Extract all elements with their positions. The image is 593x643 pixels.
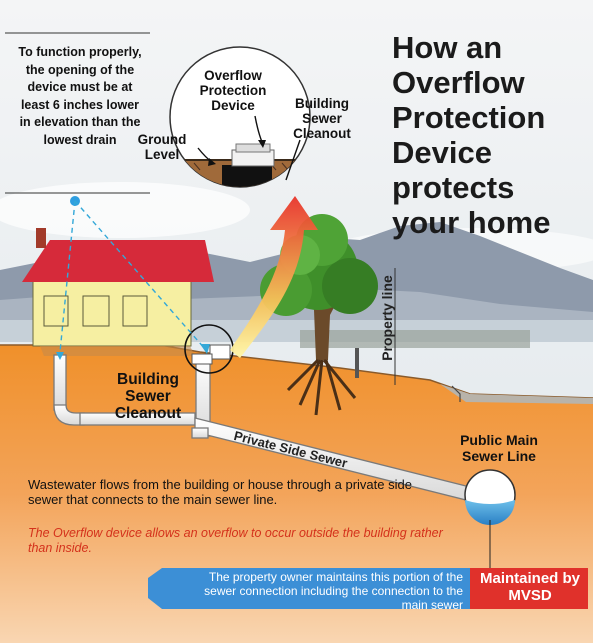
page-title: How an Overflow Protection Device protec… [392,30,551,240]
owner-maintenance-text: The property owner maintains this portio… [204,570,463,612]
dashed-guide [59,200,76,353]
owner-banner [148,568,470,609]
foundation [40,346,195,356]
sidewalk [440,384,593,404]
wastewater-note: Wastewater flows from the building or ho… [28,477,412,507]
mvsd-maintenance-text: Maintained by MVSD [479,570,580,604]
town [300,330,530,348]
cleanout-detail-label: Building Sewer Cleanout [293,96,351,141]
cloud [0,182,250,238]
mvsd-banner [470,568,588,609]
cleanout-pipe [222,165,272,187]
sewer-water [465,500,515,525]
function-note: To function properly, the opening of the… [18,45,142,147]
property-line-label: Property line [379,275,395,361]
house-window [82,295,110,327]
house-window [122,295,148,327]
house-roof [22,240,214,282]
public-main-label: Public Main Sewer Line [460,432,538,464]
chimney [36,228,46,248]
dashed-guide [74,200,207,351]
overflow-arrow [230,196,318,358]
ground-level-label: Ground Level [137,132,187,162]
device-cap [209,344,231,360]
overflow-device-label: Overflow Protection Device [199,68,267,113]
post [355,348,359,378]
cleanout-label: Building Sewer Cleanout [114,371,182,422]
sewer-pipes [53,354,471,502]
house-window [43,295,69,327]
tree-roots [286,358,357,416]
overflow-note: The Overflow device allows an overflow t… [28,526,443,555]
property-line-label-wrap: Property line [376,262,396,382]
